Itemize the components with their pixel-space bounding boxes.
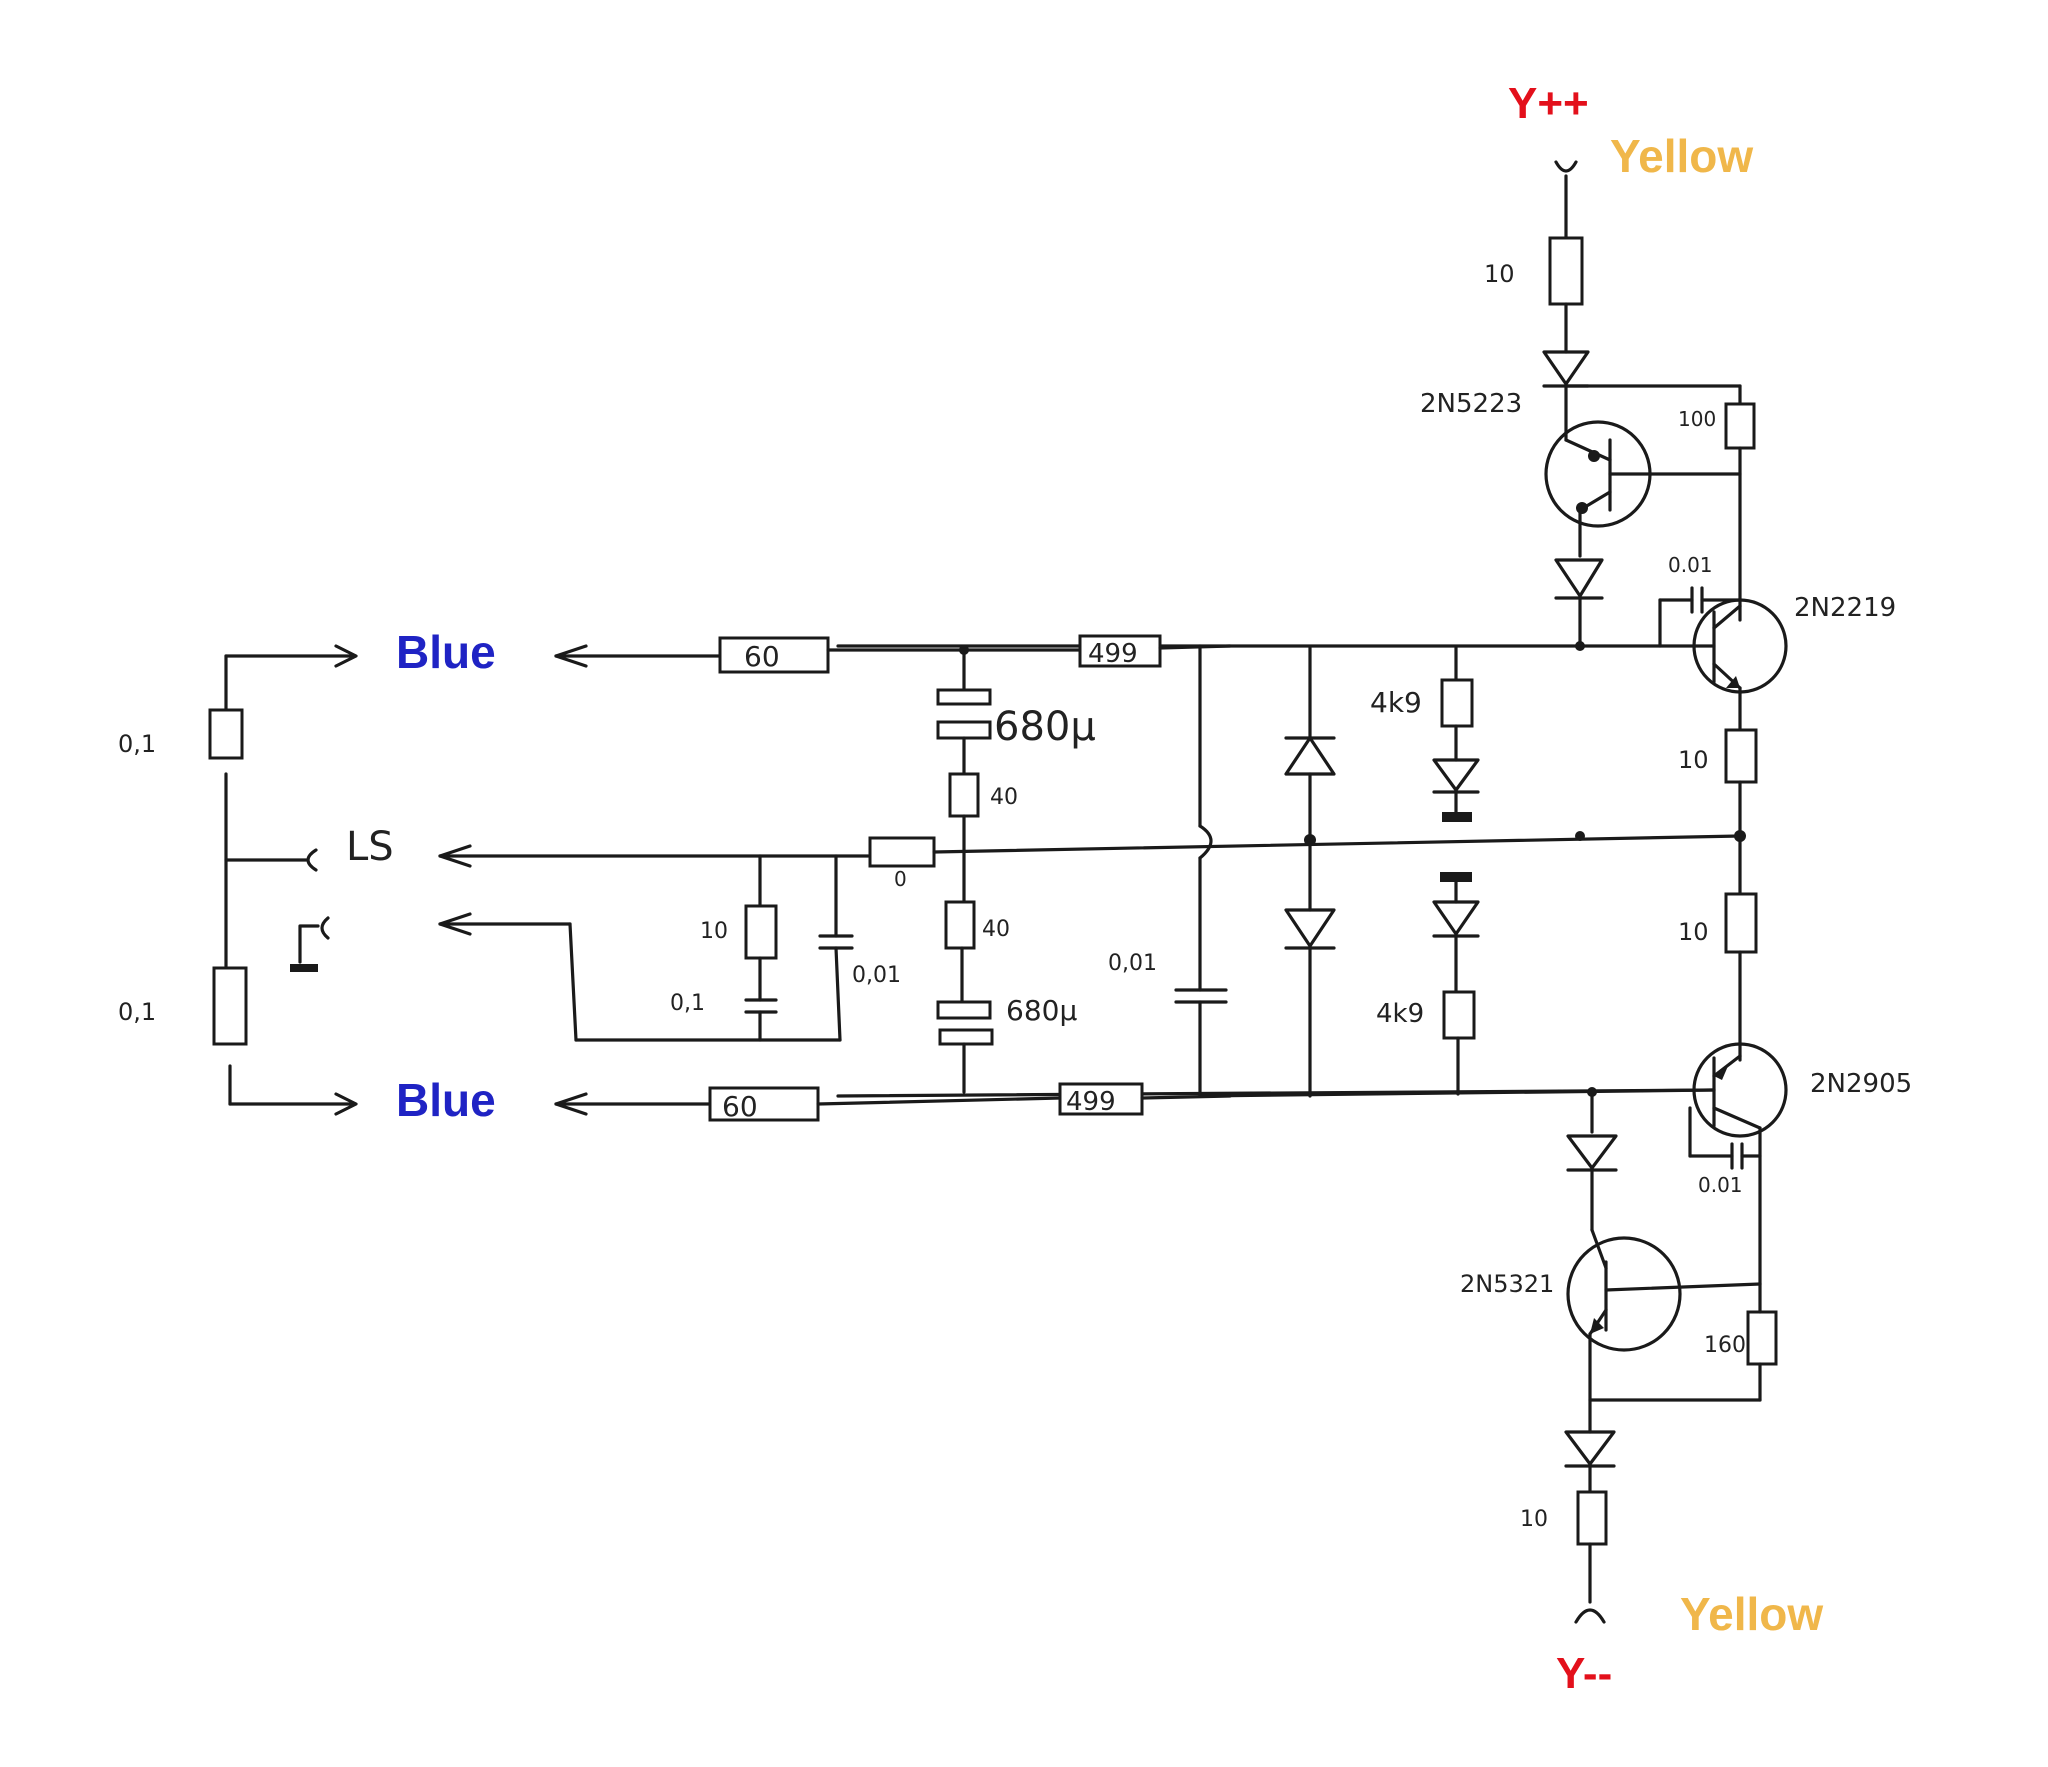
transistor-2n2905-label: 2N2905 bbox=[1810, 1069, 1912, 1099]
resistor-60-bot bbox=[708, 1086, 820, 1122]
resistor-40-bot bbox=[944, 900, 976, 950]
resistor-100 bbox=[1724, 402, 1756, 450]
cap-01-top-left-label: 0,1 bbox=[118, 730, 156, 758]
transistor-2n5321-label: 2N5321 bbox=[1460, 1270, 1554, 1298]
resistor-40-bot-label: 40 bbox=[982, 917, 1010, 942]
cap-001-left-label: 0,01 bbox=[852, 963, 901, 988]
diode-center-bot bbox=[1284, 908, 1336, 950]
resistor-zero-label: 0 bbox=[894, 867, 907, 891]
cap-680u-bot-label: 680µ bbox=[1006, 994, 1077, 1027]
diode-bot-1 bbox=[1566, 1134, 1618, 1172]
cap-bot-001-label: 0.01 bbox=[1698, 1173, 1743, 1197]
resistor-4k9-top-label: 4k9 bbox=[1370, 686, 1422, 719]
resistor-60-top-label: 60 bbox=[744, 640, 780, 673]
resistor-mid-bot-10-label: 10 bbox=[1678, 918, 1709, 946]
resistor-mid-bot-10 bbox=[1724, 892, 1758, 954]
diode-bot-2 bbox=[1564, 1430, 1616, 1468]
color-label-yellow-top: Yellow bbox=[1610, 130, 1753, 182]
rail-label-y-plus: Y++ bbox=[1508, 79, 1589, 128]
resistor-40-top bbox=[948, 772, 980, 818]
resistor-bot-10 bbox=[1576, 1490, 1608, 1546]
color-label-blue-bottom: Blue bbox=[396, 1074, 496, 1126]
resistor-zero bbox=[868, 836, 936, 868]
resistor-4k9-bot bbox=[1442, 990, 1476, 1040]
resistor-10-left-label: 10 bbox=[700, 919, 728, 944]
cap-bot-001 bbox=[1688, 1106, 1762, 1170]
rail-label-y-minus: Y-- bbox=[1556, 1649, 1612, 1698]
resistor-top-10-label: 10 bbox=[1484, 260, 1515, 288]
resistor-mid-top-10-label: 10 bbox=[1678, 746, 1709, 774]
diode-top-1 bbox=[1542, 350, 1590, 388]
cap-top-001 bbox=[1658, 586, 1742, 648]
cap-680u-bot bbox=[936, 1000, 994, 1046]
resistor-40-top-label: 40 bbox=[990, 785, 1018, 810]
resistor-4k9-top bbox=[1440, 678, 1474, 728]
diode-4k9-bot bbox=[1432, 900, 1480, 938]
cap-01-top-left bbox=[208, 708, 244, 760]
cap-01-bot-left bbox=[212, 966, 248, 1046]
cap-680u-top bbox=[936, 688, 992, 740]
resistor-10-left bbox=[744, 904, 778, 960]
transistor-2n5321 bbox=[1566, 1228, 1762, 1352]
resistor-160 bbox=[1746, 1310, 1778, 1366]
transistor-2n5223-label: 2N5223 bbox=[1420, 389, 1522, 419]
cap-01-left-label: 0,1 bbox=[670, 991, 705, 1016]
resistor-100-label: 100 bbox=[1678, 407, 1716, 431]
cap-top-001-label: 0.01 bbox=[1668, 553, 1713, 577]
resistor-499-bot bbox=[1058, 1082, 1144, 1116]
top-supply-terminal bbox=[1554, 160, 1578, 240]
color-label-yellow-bottom: Yellow bbox=[1680, 1588, 1823, 1640]
color-label-blue-top: Blue bbox=[396, 626, 496, 678]
resistor-499-top bbox=[1078, 634, 1162, 668]
resistor-mid-top-10 bbox=[1724, 728, 1758, 784]
ls-label: LS bbox=[346, 824, 394, 870]
resistor-499-top-label: 499 bbox=[1088, 639, 1138, 669]
cap-001-center-label: 0,01 bbox=[1108, 951, 1157, 976]
cap-01-bot-left-label: 0,1 bbox=[118, 998, 156, 1026]
resistor-60-bot-label: 60 bbox=[722, 1090, 758, 1123]
resistor-4k9-bot-label: 4k9 bbox=[1376, 999, 1424, 1029]
cap-680u-top-label: 680µ bbox=[994, 704, 1096, 750]
resistor-160-label: 160 bbox=[1704, 1333, 1746, 1358]
transistor-2n5223 bbox=[1544, 420, 1742, 528]
diode-center-top bbox=[1284, 736, 1336, 776]
resistor-60-top bbox=[718, 636, 830, 674]
diode-top-2 bbox=[1554, 558, 1604, 600]
ground-symbol bbox=[290, 916, 330, 972]
bottom-supply-terminal bbox=[1574, 1608, 1606, 1624]
transistor-2n2219-label: 2N2219 bbox=[1794, 593, 1896, 623]
resistor-499-bot-label: 499 bbox=[1066, 1087, 1116, 1117]
resistor-top-10 bbox=[1548, 236, 1584, 306]
resistor-bot-10-label: 10 bbox=[1520, 1507, 1548, 1532]
diode-4k9-top bbox=[1432, 758, 1480, 794]
